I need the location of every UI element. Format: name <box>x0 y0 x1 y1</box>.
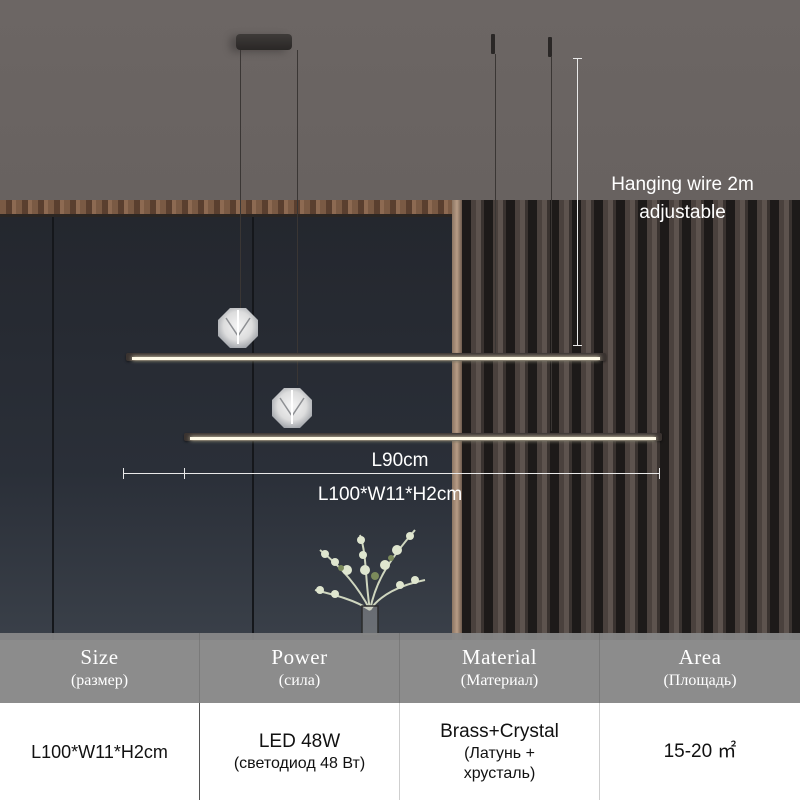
dimension-tick <box>573 58 582 59</box>
value-sub: (светодиод 48 Вт) <box>233 754 366 772</box>
overall-size-label: L100*W11*H2cm <box>317 484 463 505</box>
header-title: Area <box>678 645 722 669</box>
wire-anchor <box>491 34 495 54</box>
header-title: Power <box>271 645 328 669</box>
wood-trim <box>0 200 455 216</box>
value-area: 15-20 ㎡ <box>600 703 800 800</box>
led-strip <box>190 437 656 440</box>
header-area: Area (Площадь) <box>600 633 800 703</box>
value-main: LED 48W <box>258 730 341 752</box>
bar-length-label: L90cm <box>371 450 429 471</box>
header-subtitle: (размер) <box>70 672 129 689</box>
product-photo: Hanging wire 2m adjustable L90cm L100*W1… <box>0 0 800 640</box>
dimension-tick <box>659 468 660 479</box>
wood-frame <box>452 200 462 640</box>
led-strip <box>132 357 600 360</box>
header-subtitle: (Площадь) <box>663 672 737 689</box>
panel-seam <box>252 217 254 640</box>
spec-header-row: Size (размер) Power (сила) Material (Мат… <box>0 633 800 703</box>
spec-table: Size (размер) Power (сила) Material (Мат… <box>0 633 800 800</box>
hanging-wire <box>495 54 496 354</box>
value-main: Brass+Crystal <box>440 720 559 742</box>
ceiling <box>0 0 800 200</box>
value-size: L100*W11*H2cm <box>0 703 200 800</box>
value-main: 15-20 ㎡ <box>663 740 737 762</box>
spec-value-row: L100*W11*H2cm LED 48W (светодиод 48 Вт) … <box>0 703 800 800</box>
dimension-tick <box>573 345 582 346</box>
slatted-wall <box>462 200 800 640</box>
header-size: Size (размер) <box>0 633 200 703</box>
header-power: Power (сила) <box>200 633 400 703</box>
header-title: Material <box>461 645 538 669</box>
crystal-shade-icon <box>272 388 312 428</box>
value-sub: (Латунь + хрусталь) <box>463 744 536 782</box>
decorative-plant-icon <box>314 529 426 637</box>
value-main: L100*W11*H2cm <box>31 741 168 762</box>
hanging-wire <box>240 50 241 310</box>
header-material: Material (Материал) <box>400 633 600 703</box>
header-title: Size <box>80 645 119 669</box>
height-dimension-line <box>577 58 578 346</box>
hanging-wire <box>297 50 298 385</box>
value-material: Brass+Crystal (Латунь + хрусталь) <box>400 703 600 800</box>
panel-seam <box>52 217 54 640</box>
dark-wall-panels <box>0 217 455 640</box>
led-bar-lower <box>184 433 662 441</box>
adjustable-label: adjustable <box>639 202 726 223</box>
header-subtitle: (сила) <box>278 672 321 689</box>
wire-anchor <box>548 37 552 57</box>
hanging-wire <box>551 57 552 431</box>
hanging-wire-label: Hanging wire 2m <box>611 174 754 195</box>
header-subtitle: (Материал) <box>460 672 539 689</box>
dimension-tick <box>123 468 124 479</box>
length-dimension-line <box>123 473 660 474</box>
led-bar-upper <box>126 353 606 361</box>
trim-edge <box>0 214 455 217</box>
dimension-tick <box>184 468 185 479</box>
ceiling-canopy <box>236 34 292 50</box>
value-power: LED 48W (светодиод 48 Вт) <box>200 703 400 800</box>
crystal-shade-icon <box>218 308 258 348</box>
